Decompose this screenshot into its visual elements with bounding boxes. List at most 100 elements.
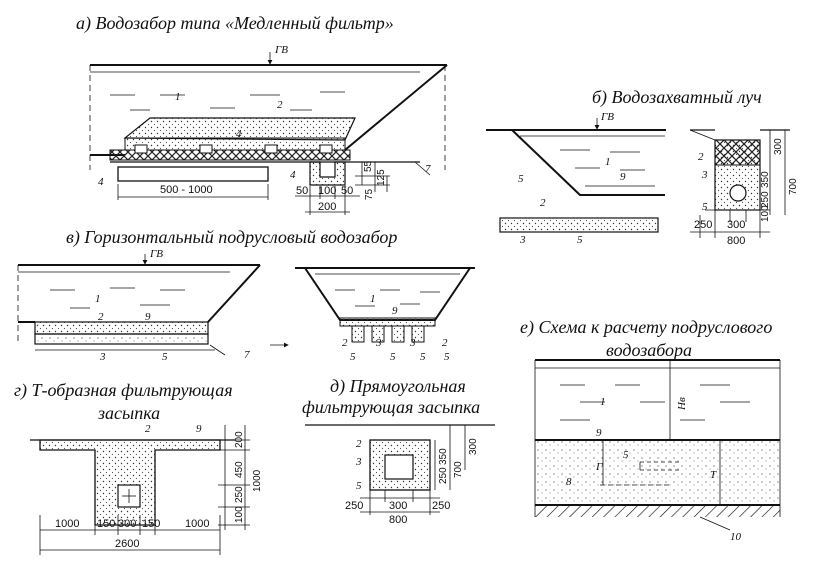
title-v: в) Горизонтальный подрусловый водозабор bbox=[66, 227, 398, 247]
label-2-v-r2: 2 bbox=[442, 337, 448, 349]
dim-d-250w-right: 250 bbox=[432, 500, 450, 512]
label-4-a-channel: 4 bbox=[290, 169, 296, 181]
dim-d-800: 800 bbox=[389, 514, 407, 526]
section-v-labels: ГВ 1 2 9 3 5 7 1 9 2 3 3 2 5 5 5 5 bbox=[95, 248, 450, 363]
title-e-line1: е) Схема к расчету подруслового bbox=[520, 317, 773, 337]
dim-b-800: 800 bbox=[727, 235, 745, 247]
label-10-e: 10 bbox=[730, 531, 742, 543]
dim-a-75: 75 bbox=[364, 188, 375, 200]
dim-g-200: 200 bbox=[234, 431, 245, 448]
section-e-labels: 1 Нв 9 5 Г 8 Т 10 bbox=[566, 396, 742, 543]
section-g-t-backfill bbox=[30, 425, 250, 555]
dim-g-1000-left: 1000 bbox=[55, 518, 79, 530]
label-9-b: 9 bbox=[620, 171, 626, 183]
dim-d-350: 350 bbox=[438, 448, 449, 465]
label-5-b-detail: 5 bbox=[702, 201, 708, 213]
label-gv-b: ГВ bbox=[600, 111, 614, 123]
label-7-v: 7 bbox=[244, 349, 250, 361]
label-3-d: 3 bbox=[355, 456, 362, 468]
dim-g-2600: 2600 bbox=[115, 538, 139, 550]
dim-g-1000v: 1000 bbox=[252, 469, 263, 492]
label-3-v: 3 bbox=[99, 351, 106, 363]
label-3-v-r1: 3 bbox=[375, 337, 382, 349]
dim-d-300w: 300 bbox=[389, 500, 407, 512]
label-2-b-detail: 2 bbox=[698, 151, 704, 163]
dim-g-250: 250 bbox=[234, 486, 245, 503]
label-2-g: 2 bbox=[145, 423, 151, 435]
label-3-b-detail: 3 bbox=[701, 169, 708, 181]
title-g-line1: г) Т-образная фильтрующая bbox=[14, 380, 233, 400]
title-a: а) Водозабор типа «Медленный фильтр» bbox=[76, 13, 394, 33]
label-1-e: 1 bbox=[600, 396, 606, 408]
label-5-d: 5 bbox=[356, 480, 362, 492]
section-b-labels: ГВ 1 9 5 2 3 5 2 3 5 300 700 350 250 100… bbox=[518, 111, 799, 247]
dim-g-450: 450 bbox=[234, 461, 245, 478]
dim-b-350: 350 bbox=[760, 171, 771, 188]
dim-b-300w: 300 bbox=[727, 219, 745, 231]
dim-b-100: 100 bbox=[760, 205, 771, 222]
label-7-a: 7 bbox=[425, 163, 431, 175]
section-e-calc-scheme bbox=[534, 359, 781, 531]
label-1-b: 1 bbox=[605, 156, 611, 168]
title-g-line2: засыпка bbox=[98, 403, 161, 423]
dim-g-150-left: 150 bbox=[97, 518, 115, 530]
label-9-v-right: 9 bbox=[392, 305, 398, 317]
label-5-v-r2: 5 bbox=[390, 351, 396, 363]
dim-b-250: 250 bbox=[760, 191, 771, 208]
label-2-d: 2 bbox=[356, 438, 362, 450]
label-1-a: 1 bbox=[175, 91, 181, 103]
label-3-v-r2: 3 bbox=[409, 337, 416, 349]
label-5-b-bottom: 5 bbox=[577, 234, 583, 246]
dim-a-50-left: 50 bbox=[296, 185, 308, 197]
label-8-e: 8 bbox=[566, 476, 572, 488]
dim-a-50-right: 50 bbox=[341, 185, 353, 197]
section-d-labels: 2 3 5 300 350 250 700 250 300 250 800 bbox=[345, 438, 479, 526]
dim-d-300: 300 bbox=[468, 438, 479, 455]
label-2-v: 2 bbox=[98, 311, 104, 323]
dim-b-300: 300 bbox=[773, 138, 784, 155]
label-3-b: 3 bbox=[519, 234, 526, 246]
section-d-rect-backfill bbox=[305, 424, 495, 515]
dim-d-250: 250 bbox=[438, 467, 449, 484]
dim-g-300: 300 bbox=[118, 518, 136, 530]
title-b: б) Водозахватный луч bbox=[592, 87, 762, 107]
dim-a-125: 125 bbox=[376, 169, 387, 186]
title-d-line2: фильтрующая засыпка bbox=[302, 397, 481, 417]
label-5-v-r1: 5 bbox=[350, 351, 356, 363]
label-5-v-r3: 5 bbox=[420, 351, 426, 363]
label-4-a-top: 4 bbox=[236, 128, 242, 140]
dim-g-1000-right: 1000 bbox=[185, 518, 209, 530]
label-2-a: 2 bbox=[277, 99, 283, 111]
dim-d-250w-left: 250 bbox=[345, 500, 363, 512]
label-2-v-r1: 2 bbox=[342, 337, 348, 349]
label-gv-v: ГВ bbox=[149, 248, 163, 260]
dim-d-700: 700 bbox=[453, 461, 464, 478]
dim-b-700: 700 bbox=[788, 178, 799, 195]
label-t: Т bbox=[710, 469, 717, 481]
label-5-b: 5 bbox=[518, 173, 524, 185]
label-2-b: 2 bbox=[540, 197, 546, 209]
dim-a-55: 55 bbox=[363, 160, 374, 172]
label-1-v: 1 bbox=[95, 293, 101, 305]
title-d-line1: д) Прямоугольная bbox=[330, 376, 466, 396]
label-1-v-right: 1 bbox=[370, 293, 376, 305]
label-hv: Нв bbox=[676, 397, 688, 411]
section-a-slow-filter bbox=[89, 52, 448, 215]
dim-a-500-1000: 500 - 1000 bbox=[160, 184, 213, 196]
dim-a-200: 200 bbox=[318, 201, 336, 213]
dim-g-150-right: 150 bbox=[142, 518, 160, 530]
label-4-a-left: 4 bbox=[98, 176, 104, 188]
dim-a-100: 100 bbox=[318, 185, 336, 197]
label-5-v-r4: 5 bbox=[444, 351, 450, 363]
label-gv-a: ГВ bbox=[274, 44, 288, 56]
section-v-horizontal-intake bbox=[17, 254, 475, 356]
dim-b-250w: 250 bbox=[694, 219, 712, 231]
label-5-e: 5 bbox=[623, 449, 629, 461]
label-9-v: 9 bbox=[145, 311, 151, 323]
section-b-water-ray bbox=[486, 118, 790, 238]
label-5-v: 5 bbox=[162, 351, 168, 363]
section-a-labels: ГВ 1 2 4 4 4 7 500 - 1000 50 100 50 200 … bbox=[98, 44, 431, 213]
dim-g-100: 100 bbox=[234, 506, 245, 523]
title-e-line2: водозабора bbox=[606, 340, 693, 360]
